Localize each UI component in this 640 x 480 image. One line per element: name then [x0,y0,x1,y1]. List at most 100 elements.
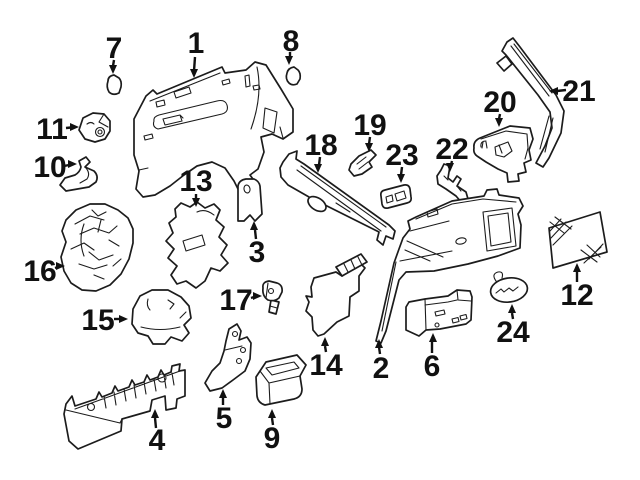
part-9-details [259,361,301,405]
callout-10-arrow-head [68,160,77,168]
callout-23: 23 [385,139,419,183]
callout-14-arrow-head [321,337,329,346]
callout-1-label: 1 [188,27,205,60]
part-3-hole [243,184,251,194]
callout-23-arrow-head [397,174,405,183]
part-7-outline [106,74,123,96]
callout-6-label: 6 [424,350,441,383]
part-1-outline [133,61,294,198]
callout-8-label: 8 [283,25,300,58]
part-drawing-3 [237,178,263,222]
callout-4-arrow-head [151,409,159,418]
callout-18: 18 [304,129,338,173]
callout-22: 22 [435,133,469,172]
callout-24-arrow-line [510,312,515,320]
part-16-details [70,209,122,280]
part-drawing-7 [106,74,123,96]
callout-18-label: 18 [304,129,337,162]
part-11-details [86,113,109,138]
part-drawing-11 [78,112,111,143]
part-drawing-12 [548,211,608,269]
part-drawing-6 [405,289,473,337]
part-15-details [140,298,187,331]
callout-8: 8 [283,25,300,65]
part-drawing-1 [133,61,294,198]
callout-13-arrow-head [192,198,200,207]
part-18-details [296,165,387,232]
part-drawing-18 [279,150,396,246]
part-drawing-16 [60,203,134,292]
part-15-outline [131,289,192,345]
part-19-outline [348,149,377,177]
callout-1-arrow-head [190,69,198,78]
part-18-outline [279,150,396,246]
callout-3: 3 [249,221,266,269]
part-18-bulge [307,195,327,213]
callout-3-label: 3 [249,236,266,269]
callout-21-arrow-head [549,87,558,95]
callout-9-arrow-head [268,409,276,418]
part-21-details [510,43,554,153]
callout-24-arrow-head [508,304,516,313]
part-21-outline [501,37,565,168]
callout-11: 11 [36,113,79,146]
callout-8-arrow-head [285,56,293,65]
callout-4: 4 [149,409,166,457]
callout-5-label: 5 [216,402,233,435]
part-drawing-14 [305,253,368,337]
callout-11-arrow-head [70,123,79,131]
callout-5-arrow-head [219,389,227,398]
part-drawing-13 [165,201,229,289]
callout-24-label: 24 [496,316,530,349]
callout-23-label: 23 [385,139,418,172]
part-drawing-4 [63,363,186,450]
callout-21-arrow-line [556,88,567,93]
part-19-details [356,156,369,170]
part-5-outline [204,323,252,392]
callout-3-arrow-line [253,229,258,240]
callout-7: 7 [106,32,122,74]
callout-10: 10 [33,151,77,184]
part-10-details [79,166,90,184]
callout-15-label: 15 [81,304,114,337]
part-drawing-15 [131,289,192,345]
part-drawing-21 [496,37,565,168]
part-12-details [549,216,604,264]
part-drawing-10 [59,156,98,192]
part-13-details [182,209,215,252]
callout-14: 14 [309,337,343,382]
callout-1: 1 [188,27,205,78]
callout-16: 16 [23,255,65,288]
part-drawing-20 [472,125,534,183]
part-drawing-8 [285,66,302,86]
callout-3-arrow-head [250,221,258,230]
callout-2-label: 2 [373,352,390,385]
callout-9: 9 [264,409,280,455]
callout-19: 19 [353,109,387,152]
callout-11-label: 11 [36,113,68,146]
part-drawing-24 [489,271,529,304]
part-22-details [443,175,462,192]
part-22-outline [436,163,469,204]
callout-13: 13 [179,165,213,207]
callout-17: 17 [219,284,262,317]
callout-6-arrow-head [429,333,437,342]
callout-21: 21 [549,75,596,108]
part-drawing-23 [379,183,413,210]
callout-20: 20 [483,86,517,127]
callout-10-label: 10 [33,151,66,184]
part-24-details [493,271,519,294]
part-drawing-19 [348,149,377,177]
part-drawing-17 [262,280,283,315]
callout-18-arrow-line [317,156,322,166]
part-13-outline [165,201,229,289]
part-drawing-22 [436,163,469,204]
callout-9-arrow-line [270,417,275,426]
part-1-details [138,66,284,171]
part-drawing-5 [204,323,252,392]
callout-17-label: 17 [219,284,252,317]
callout-13-label: 13 [179,165,212,198]
callout-1-arrow-line [192,56,197,72]
callout-5: 5 [216,389,233,435]
part-drawing-2 [375,188,524,344]
